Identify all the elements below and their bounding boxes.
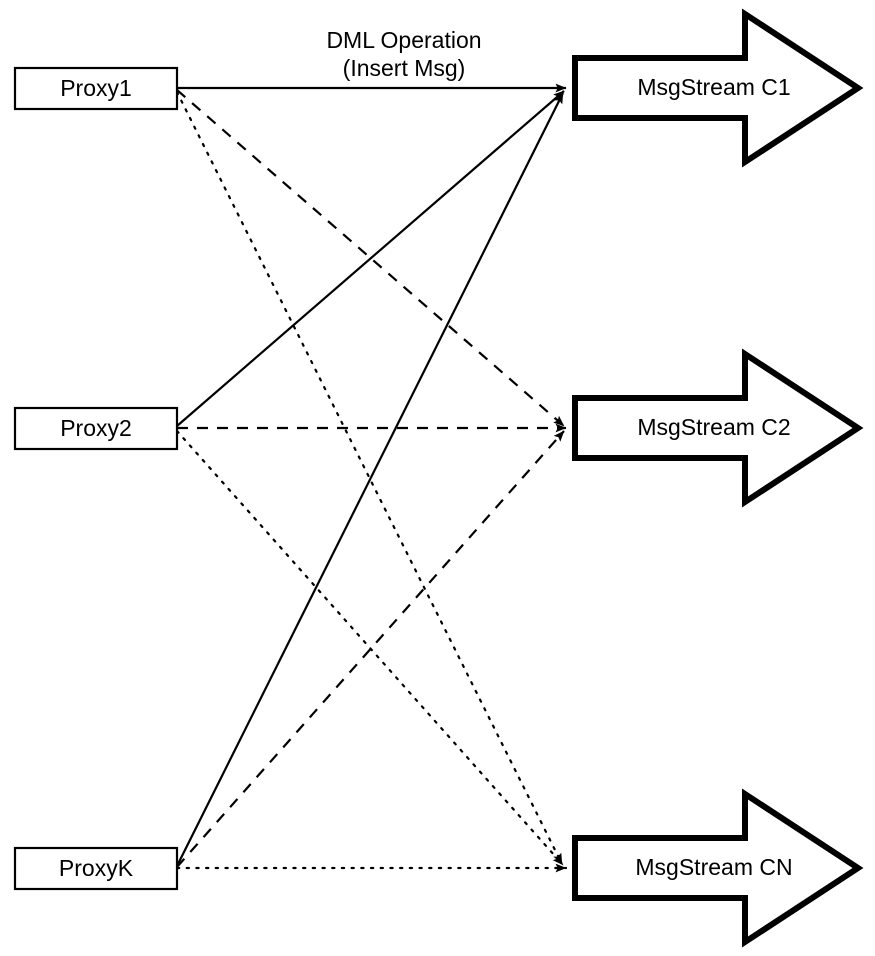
edge-proxyk-to-c1: [176, 92, 564, 867]
msgstream-c2-label: MsgStream C2: [637, 414, 790, 440]
msgstream-node-c2[interactable]: MsgStream C2: [572, 348, 864, 508]
dml-operation-annotation: DML Operation (Insert Msg): [326, 27, 481, 81]
msgstream-node-cn[interactable]: MsgStream CN: [572, 788, 864, 948]
edge-group: [175, 83, 568, 873]
msgstream-cn-label: MsgStream CN: [635, 854, 792, 880]
msgstream-c1-arrow-shape[interactable]: [572, 8, 864, 168]
proxy-node-proxy1[interactable]: Proxy1: [13, 66, 179, 111]
msgstream-node-c1[interactable]: MsgStream C1: [572, 8, 864, 168]
proxyk-label: ProxyK: [59, 855, 134, 881]
proxy-node-proxy2[interactable]: Proxy2: [13, 406, 179, 451]
edge-proxy2-to-cn: [175, 429, 565, 867]
msgstream-c2-arrow-shape[interactable]: [572, 348, 864, 508]
msgstream-cn-arrow-shape[interactable]: [572, 788, 864, 948]
edge-proxy2-to-c1: [176, 90, 565, 427]
proxy2-box[interactable]: [13, 406, 179, 451]
edge-proxy1-to-c2: [176, 89, 565, 427]
proxyk-box[interactable]: [13, 846, 179, 891]
proxy1-box[interactable]: [13, 66, 179, 111]
msgstream-c1-label: MsgStream C1: [637, 74, 790, 100]
proxy1-label: Proxy1: [60, 75, 132, 101]
edge-proxyk-to-c2: [176, 430, 565, 868]
proxy-node-proxyk[interactable]: ProxyK: [13, 846, 179, 891]
edge-proxy1-to-cn: [175, 90, 564, 866]
proxy2-label: Proxy2: [60, 415, 132, 441]
dml-operation-line1: DML Operation: [326, 27, 481, 53]
dml-operation-line2: (Insert Msg): [343, 55, 466, 81]
